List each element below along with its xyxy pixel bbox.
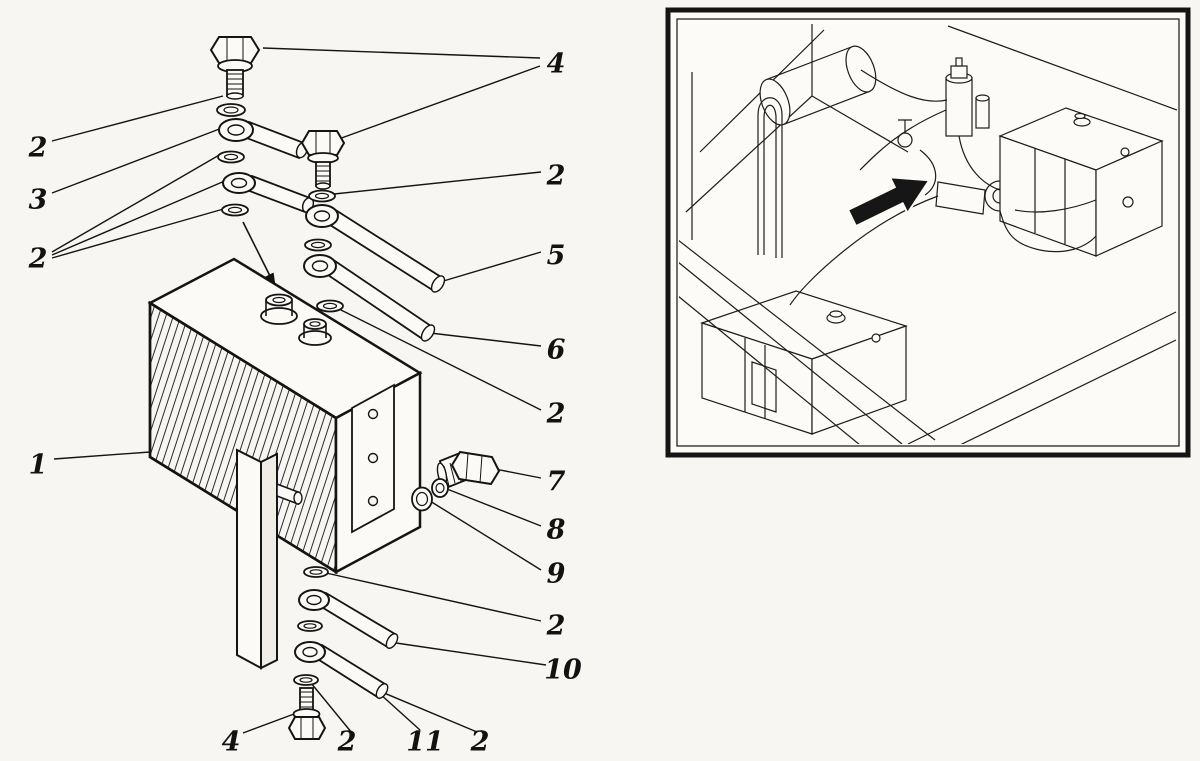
callout-part-4-bottom: 4 <box>221 726 241 758</box>
washer-bottom-2 <box>297 620 323 632</box>
callout-part-2-bottom-1: 2 <box>337 726 357 758</box>
washer-right-2 <box>304 238 332 252</box>
callout-part-11: 11 <box>406 726 444 758</box>
bolt-top-left <box>209 36 261 100</box>
mounting-strut <box>236 448 303 670</box>
tank-body <box>147 257 423 575</box>
callout-part-2-left-1: 2 <box>28 132 48 164</box>
banjo-fitting-6 <box>303 254 436 342</box>
callout-part-3: 3 <box>28 184 48 216</box>
banjo-fitting-11 <box>294 641 389 700</box>
washer-right-1 <box>308 189 336 203</box>
callout-part-6: 6 <box>546 334 566 366</box>
callout-part-1: 1 <box>28 449 48 481</box>
callout-part-5: 5 <box>546 240 566 272</box>
leader-lines <box>51 47 547 734</box>
assembly-arrow <box>242 221 276 288</box>
callout-part-2-right-2: 2 <box>546 398 566 430</box>
left-tank <box>700 290 908 435</box>
washer-9 <box>411 486 433 512</box>
washer-top-1 <box>216 103 246 117</box>
callout-part-7: 7 <box>546 466 566 498</box>
bolt-top-right <box>300 130 346 190</box>
banjo-fitting-3 <box>218 118 309 160</box>
washer-8 <box>431 478 449 498</box>
bolt-bottom <box>287 687 327 740</box>
banjo-fitting-5 <box>305 204 446 293</box>
callout-part-2-left-2: 2 <box>28 243 48 275</box>
callout-part-2-bottom-2: 2 <box>470 726 490 758</box>
callout-part-4-top: 4 <box>546 48 566 80</box>
right-tank <box>998 107 1164 257</box>
washer-top-3 <box>221 203 249 217</box>
tank-port-rear <box>298 318 332 346</box>
washer-top-2 <box>217 150 245 164</box>
banjo-fitting-upper-2 <box>222 172 315 214</box>
washer-on-port <box>316 299 344 313</box>
callout-part-2-right-1: 2 <box>546 160 566 192</box>
installation-inset <box>665 7 1191 458</box>
tank-port-front <box>260 293 298 325</box>
pointer-arrow <box>846 176 932 228</box>
callout-part-8: 8 <box>546 514 566 546</box>
plug-7 <box>436 450 501 490</box>
callout-part-2-right-3: 2 <box>546 610 566 642</box>
banjo-fitting-10 <box>298 589 399 650</box>
callout-part-10: 10 <box>544 654 582 686</box>
washer-bottom-3 <box>293 674 319 686</box>
callout-part-9: 9 <box>546 558 566 590</box>
washer-bottom-1 <box>303 566 329 578</box>
